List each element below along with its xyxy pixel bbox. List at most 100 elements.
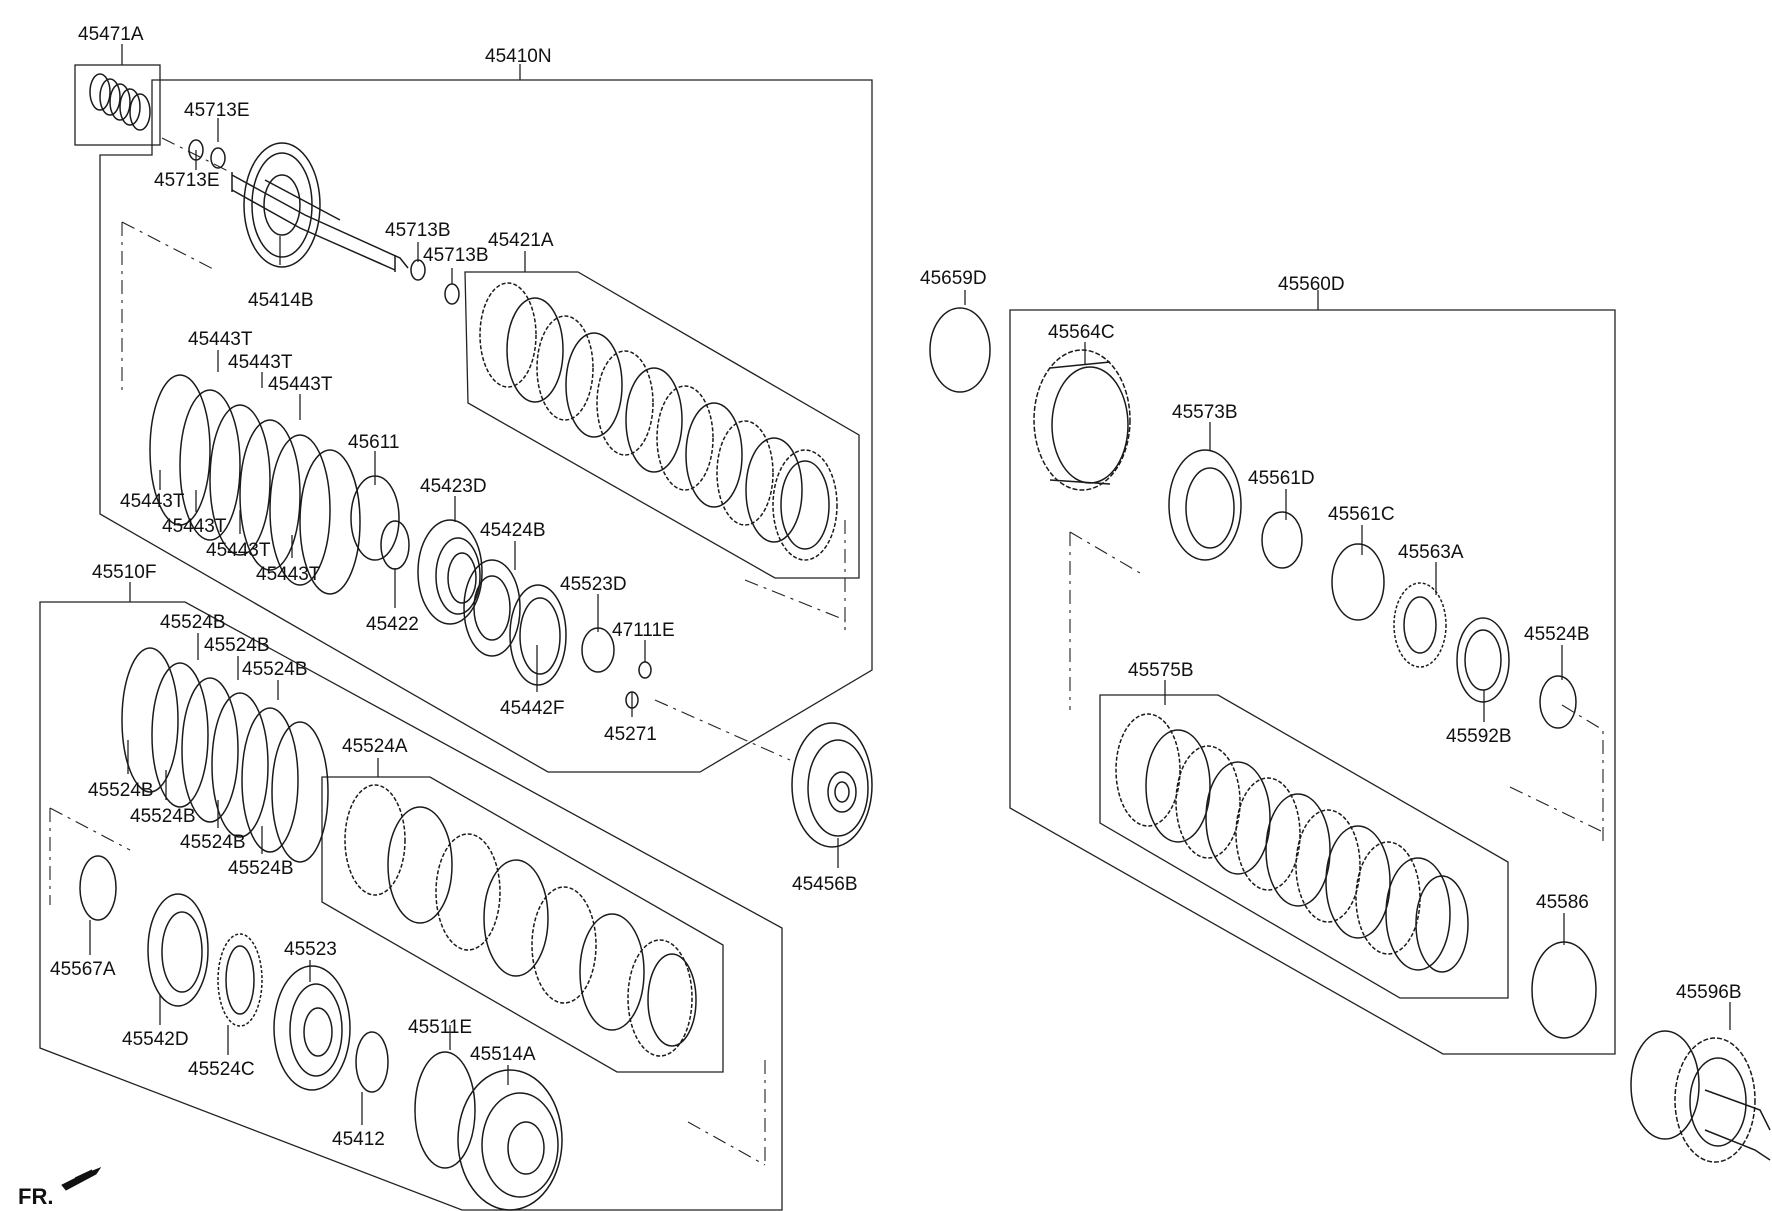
label-45443t-4[interactable]: 45443T [120, 491, 185, 512]
bearing-45592b [1456, 617, 1510, 703]
label-45442f[interactable]: 45442F [500, 698, 564, 719]
ring-45561c [1331, 543, 1385, 621]
snap-ring-45713b-a [410, 259, 426, 281]
hub-45456b [791, 722, 873, 848]
ring-45561d [1261, 511, 1303, 569]
retainer-45442f [509, 584, 567, 686]
label-45443t-1[interactable]: 45443T [188, 329, 253, 350]
bearing-45573b [1168, 449, 1242, 561]
label-45713e-top[interactable]: 45713E [184, 100, 250, 121]
clutch-pack-45421a [479, 282, 838, 561]
label-45414b[interactable]: 45414B [248, 290, 314, 311]
ring-45511e [414, 1051, 476, 1169]
retainer-45523 [273, 965, 351, 1091]
gear-ring-45564c [1033, 349, 1131, 491]
front-label: FR. [18, 1184, 53, 1209]
ring-45659d [929, 307, 991, 393]
group-outline-45510f [39, 601, 783, 1211]
label-45422[interactable]: 45422 [366, 614, 419, 635]
label-45524c[interactable]: 45524C [188, 1059, 255, 1080]
ring-45611 [350, 475, 400, 561]
label-45596b[interactable]: 45596B [1676, 982, 1742, 1003]
label-45523d[interactable]: 45523D [560, 574, 627, 595]
label-45471a[interactable]: 45471A [78, 24, 144, 45]
label-45271[interactable]: 45271 [604, 724, 657, 745]
label-45563a[interactable]: 45563A [1398, 542, 1464, 563]
label-45524b-right[interactable]: 45524B [1524, 624, 1590, 645]
group-outline-45471a [74, 64, 161, 146]
ring-45524b-right [1539, 675, 1577, 729]
label-45524b-5[interactable]: 45524B [130, 806, 196, 827]
label-45524b-6[interactable]: 45524B [180, 832, 246, 853]
label-45713b-a[interactable]: 45713B [385, 220, 451, 241]
label-45443t-2[interactable]: 45443T [228, 352, 293, 373]
label-45575b[interactable]: 45575B [1128, 660, 1194, 681]
clutch-pack-45524a [344, 784, 697, 1057]
spring-45471a [89, 73, 151, 131]
label-45564c[interactable]: 45564C [1048, 322, 1115, 343]
label-45659d[interactable]: 45659D [920, 268, 987, 289]
piston-45542d [147, 893, 209, 1007]
label-45443t-7[interactable]: 45443T [256, 564, 321, 585]
label-45523[interactable]: 45523 [284, 939, 337, 960]
leader-lines [89, 44, 1731, 1125]
label-45592b[interactable]: 45592B [1446, 726, 1512, 747]
label-45573b[interactable]: 45573B [1172, 402, 1238, 423]
bushing-45271 [625, 691, 639, 709]
ring-45523d [581, 627, 615, 673]
snap-ring-stack-45524b [121, 647, 329, 863]
front-direction-arrow-icon [61, 1166, 102, 1191]
shaft-gear-45414b [231, 142, 409, 272]
label-45443t-6[interactable]: 45443T [206, 540, 271, 561]
label-47111e[interactable]: 47111E [612, 620, 675, 641]
label-45514a[interactable]: 45514A [470, 1044, 536, 1065]
label-45524b-4[interactable]: 45524B [88, 780, 154, 801]
label-45524a[interactable]: 45524A [342, 736, 408, 757]
label-45561c[interactable]: 45561C [1328, 504, 1395, 525]
label-45542d[interactable]: 45542D [122, 1029, 189, 1050]
group-outline-45560d [1009, 309, 1616, 1055]
label-45511e[interactable]: 45511E [408, 1017, 472, 1038]
spring-45524c [217, 933, 263, 1027]
label-45412[interactable]: 45412 [332, 1129, 385, 1150]
drum-45514a [457, 1069, 563, 1211]
dashed-centerlines [49, 137, 1604, 1166]
label-45713b-b[interactable]: 45713B [423, 245, 489, 266]
label-45421a[interactable]: 45421A [488, 230, 554, 251]
piston-45423d [417, 519, 483, 625]
group-outline-45575b [1099, 694, 1509, 999]
gear-shaft-45596b [1630, 1030, 1771, 1163]
label-45713e-bottom[interactable]: 45713E [154, 170, 220, 191]
group-outline-45421a [464, 271, 860, 579]
snap-ring-45713b-b [444, 283, 460, 305]
label-45586[interactable]: 45586 [1536, 892, 1589, 913]
snap-ring-45713e-b [210, 147, 226, 169]
label-45524b-7[interactable]: 45524B [228, 858, 294, 879]
label-45561d[interactable]: 45561D [1248, 468, 1315, 489]
ring-45412 [355, 1031, 389, 1093]
group-outline-45410n [99, 79, 873, 773]
label-45410n[interactable]: 45410N [485, 46, 552, 67]
label-45510f[interactable]: 45510F [92, 562, 156, 583]
group-outline-45524a [321, 776, 724, 1073]
label-45423d[interactable]: 45423D [420, 476, 487, 497]
label-45567a[interactable]: 45567A [50, 959, 116, 980]
label-45524b-3[interactable]: 45524B [242, 659, 308, 680]
one-way-clutch-45563a [1393, 582, 1447, 668]
label-45443t-3[interactable]: 45443T [268, 374, 333, 395]
label-45524b-2[interactable]: 45524B [204, 635, 270, 656]
part-number-labels: 45471A 45410N 45713E 45713E 45713B 45713… [18, 24, 1742, 1209]
ring-45586 [1531, 941, 1597, 1039]
label-45443t-5[interactable]: 45443T [162, 516, 227, 537]
label-45560d[interactable]: 45560D [1278, 274, 1345, 295]
bushing-47111e [638, 661, 652, 679]
snap-ring-stack-45443t [149, 374, 361, 595]
clutch-pack-45575b [1115, 713, 1469, 973]
label-45424b[interactable]: 45424B [480, 520, 546, 541]
ring-45567a [79, 855, 117, 921]
label-45524b-1[interactable]: 45524B [160, 612, 226, 633]
label-45611[interactable]: 45611 [348, 432, 399, 453]
spring-plate-45424b [463, 559, 521, 657]
label-45456b[interactable]: 45456B [792, 874, 858, 895]
